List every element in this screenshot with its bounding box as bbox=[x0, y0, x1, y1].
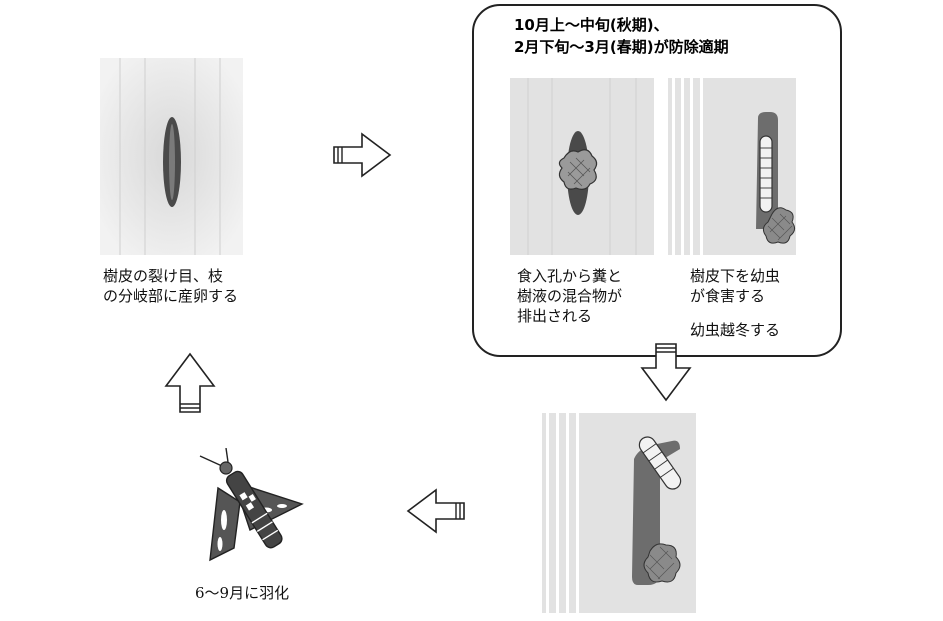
moth-antenna-left bbox=[199, 455, 223, 467]
frass-illustration bbox=[510, 78, 654, 255]
arrow-right-1 bbox=[333, 132, 392, 178]
frass-caption-line-2: 樹液の混合物が bbox=[517, 287, 623, 305]
egg-caption-line-1: 樹皮の裂け目、枝 bbox=[103, 267, 224, 285]
larva-feeding-panel bbox=[668, 78, 796, 255]
feeding-caption-line-1: 樹皮下を幼虫 bbox=[690, 267, 781, 285]
control-period-title: 10月上～中旬(秋期)、 2月下旬～3月(春期)が防除適期 bbox=[514, 14, 729, 58]
arrow-down-1 bbox=[640, 343, 692, 402]
frass-caption: 食入孔から糞と 樹液の混合物が 排出される bbox=[517, 266, 622, 326]
egg-bark-panel bbox=[100, 58, 243, 255]
egg-caption-line-2: の分岐部に産卵する bbox=[103, 287, 239, 305]
arrow-up-1 bbox=[164, 352, 216, 413]
adult-caption: 6～9月に羽化 bbox=[195, 584, 290, 602]
control-title-line-1: 10月上～中旬(秋期)、 bbox=[514, 16, 669, 34]
egg-caption: 樹皮の裂け目、枝 の分岐部に産卵する bbox=[103, 266, 238, 306]
gallery-mark-2 bbox=[632, 440, 680, 585]
larva bbox=[759, 135, 773, 213]
feeding-caption-line-2: が食害する bbox=[690, 287, 766, 305]
larva-feeding-illustration bbox=[668, 78, 796, 255]
moth-head bbox=[219, 461, 233, 475]
moth-body bbox=[225, 470, 283, 549]
frass-caption-line-3: 排出される bbox=[517, 307, 593, 325]
overwintering-caption: 幼虫越冬する bbox=[690, 321, 781, 339]
overwintering-panel bbox=[542, 413, 696, 613]
adult-moth-illustration bbox=[199, 448, 304, 562]
overwintering-larva bbox=[638, 436, 682, 490]
overwintering-illustration bbox=[542, 413, 696, 613]
egg-bark-illustration bbox=[100, 58, 243, 255]
control-title-line-2: 2月下旬～3月(春期)が防除適期 bbox=[514, 38, 729, 56]
moth-antenna-right bbox=[225, 448, 229, 463]
frass-caption-line-1: 食入孔から糞と bbox=[517, 267, 623, 285]
feeding-caption: 樹皮下を幼虫 が食害する bbox=[690, 266, 780, 306]
frass-bark-panel bbox=[510, 78, 654, 255]
arrow-left-1 bbox=[406, 488, 465, 534]
